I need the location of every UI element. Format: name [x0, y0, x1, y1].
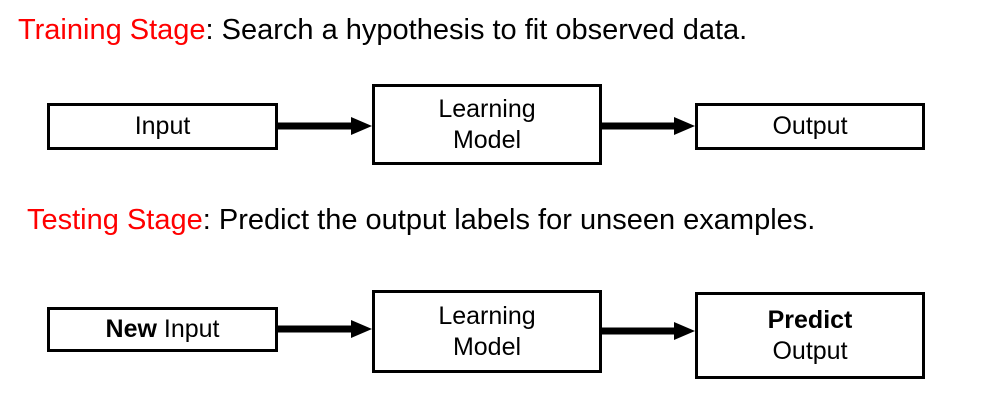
training-stage-separator: : [205, 14, 222, 46]
box-input: Input [47, 103, 278, 150]
box-learning-model-line1: Learning [438, 95, 536, 123]
box-predict-output-line1: Predict [767, 306, 853, 334]
box-learning-model-line2: Model [452, 125, 522, 154]
arrow-model-to-predict-output [601, 316, 697, 346]
arrow-input-to-model [277, 111, 374, 141]
box-predict-output: Predict Output [695, 292, 925, 379]
arrow-model-to-output [601, 111, 697, 141]
arrow-new-input-to-model [277, 314, 374, 344]
training-stage-heading: Training Stage: Search a hypothesis to f… [18, 16, 747, 45]
box-learning-model-testing: Learning Model [372, 290, 602, 373]
testing-stage-separator: : [202, 204, 219, 236]
training-stage-label: Training Stage [18, 14, 206, 46]
box-new-input-emphasis: New [105, 315, 157, 344]
testing-stage-heading: Testing Stage: Predict the output labels… [27, 206, 815, 235]
box-new-input: New Input [47, 307, 278, 352]
box-output: Output [695, 103, 925, 150]
box-predict-output-line2: Output [772, 336, 848, 365]
box-input-label: Input [134, 112, 191, 141]
box-learning-model-line2: Model [452, 332, 522, 361]
box-learning-model-line1: Learning [438, 302, 536, 330]
box-new-input-rest: Input [156, 315, 220, 344]
box-learning-model-training: Learning Model [372, 84, 602, 165]
box-new-input-label: New Input [106, 314, 220, 345]
training-stage-description: Search a hypothesis to fit observed data… [221, 14, 748, 46]
testing-stage-label: Testing Stage [27, 204, 203, 236]
testing-stage-description: Predict the output labels for unseen exa… [218, 204, 816, 236]
box-output-label: Output [772, 112, 848, 141]
